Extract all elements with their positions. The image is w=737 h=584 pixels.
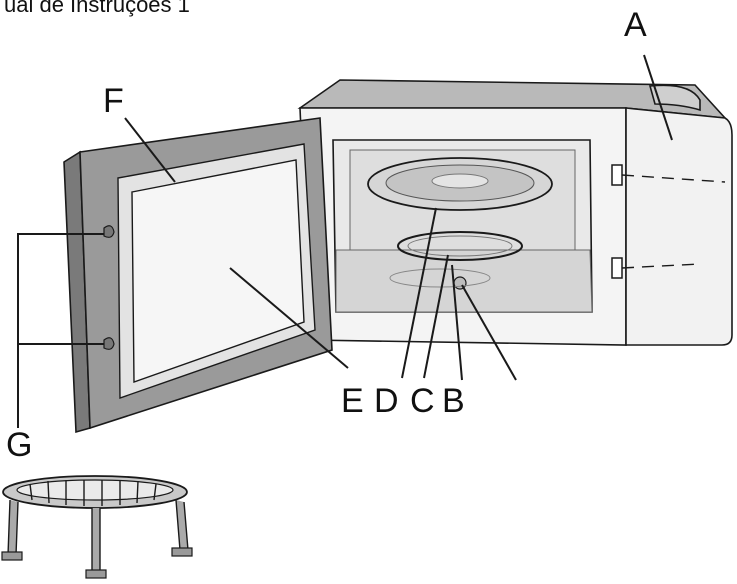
- safety-lock-hole-lower: [611, 257, 623, 279]
- label-G: G: [6, 426, 32, 464]
- label-A: A: [624, 6, 647, 44]
- manual-header-text: ual de Instruções 1: [4, 0, 190, 17]
- label-E: E: [341, 382, 364, 420]
- door-window: [131, 159, 305, 383]
- part-labels: A F E D C B G: [6, 6, 647, 464]
- microwave-body: [297, 79, 733, 346]
- label-F: F: [103, 82, 124, 120]
- microwave-side-panel: [625, 107, 733, 346]
- microwave-top-ridge: [648, 84, 701, 112]
- roller-ring-detail: [1, 475, 193, 579]
- leader-lines: [17, 54, 673, 428]
- label-B: B: [442, 382, 465, 420]
- safety-lock-hole-upper: [611, 164, 623, 186]
- door-latch-lower: [103, 337, 115, 350]
- microwave-door: [63, 117, 333, 434]
- label-C: C: [410, 382, 435, 420]
- label-D: D: [374, 382, 399, 420]
- roller-ring: [397, 231, 523, 261]
- door-latch-upper: [103, 225, 115, 238]
